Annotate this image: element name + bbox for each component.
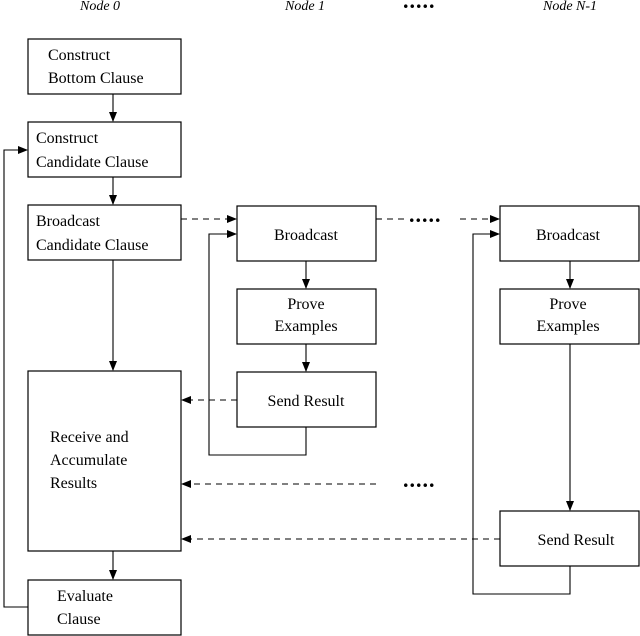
box-evaluate-clause: Evaluate Clause: [27, 579, 182, 636]
broadcast-candidate-line1: Broadcast: [36, 213, 101, 230]
box-receive-accumulate-results: Receive and Accumulate Results: [27, 370, 182, 552]
noden-prove-line1: Prove: [549, 296, 586, 313]
construct-bottom-line2: Bottom Clause: [48, 70, 144, 87]
header-node-1: Node 1: [284, 0, 325, 14]
node1-broadcast-label: Broadcast: [274, 227, 339, 244]
box-node1-broadcast: Broadcast: [236, 205, 377, 262]
noden-broadcast-label: Broadcast: [536, 227, 601, 244]
node1-prove-line2: Examples: [274, 318, 337, 335]
loop-noden-send-to-broadcast: [472, 230, 571, 595]
box-node1-prove-examples: Prove Examples: [236, 288, 377, 345]
construct-bottom-line1: Construct: [48, 47, 111, 64]
header-dots: .....: [403, 0, 436, 13]
header-node-0: Node 0: [79, 0, 120, 14]
broadcast-candidate-line2: Candidate Clause: [36, 237, 148, 254]
box-broadcast-candidate-clause: Broadcast Candidate Clause: [27, 204, 182, 261]
construct-candidate-line1: Construct: [36, 130, 99, 147]
receive-line2: Accumulate: [50, 452, 127, 469]
header-node-n-1: Node N-1: [542, 0, 597, 14]
loop-evaluate-to-candidate: [3, 146, 28, 608]
box-node1-send-result: Send Result: [236, 371, 377, 428]
box-noden-send-result: Send Result: [499, 510, 640, 567]
node1-send-label: Send Result: [268, 393, 345, 410]
evaluate-line1: Evaluate: [57, 588, 113, 605]
box-construct-candidate-clause: Construct Candidate Clause: [27, 121, 182, 178]
middle-dots: .....: [403, 467, 436, 492]
noden-send-label: Send Result: [538, 532, 615, 549]
box-construct-bottom-clause: Construct Bottom Clause: [27, 38, 182, 95]
box-noden-broadcast: Broadcast: [499, 205, 640, 262]
receive-line1: Receive and: [50, 429, 129, 446]
between-dots: .....: [409, 202, 442, 227]
noden-prove-line2: Examples: [536, 318, 599, 335]
loop-node1-send-to-broadcast: [208, 230, 307, 456]
node1-prove-line1: Prove: [287, 296, 324, 313]
construct-candidate-line2: Candidate Clause: [36, 154, 148, 171]
evaluate-line2: Clause: [57, 611, 101, 628]
box-noden-prove-examples: Prove Examples: [499, 288, 640, 345]
receive-line3: Results: [50, 475, 97, 492]
